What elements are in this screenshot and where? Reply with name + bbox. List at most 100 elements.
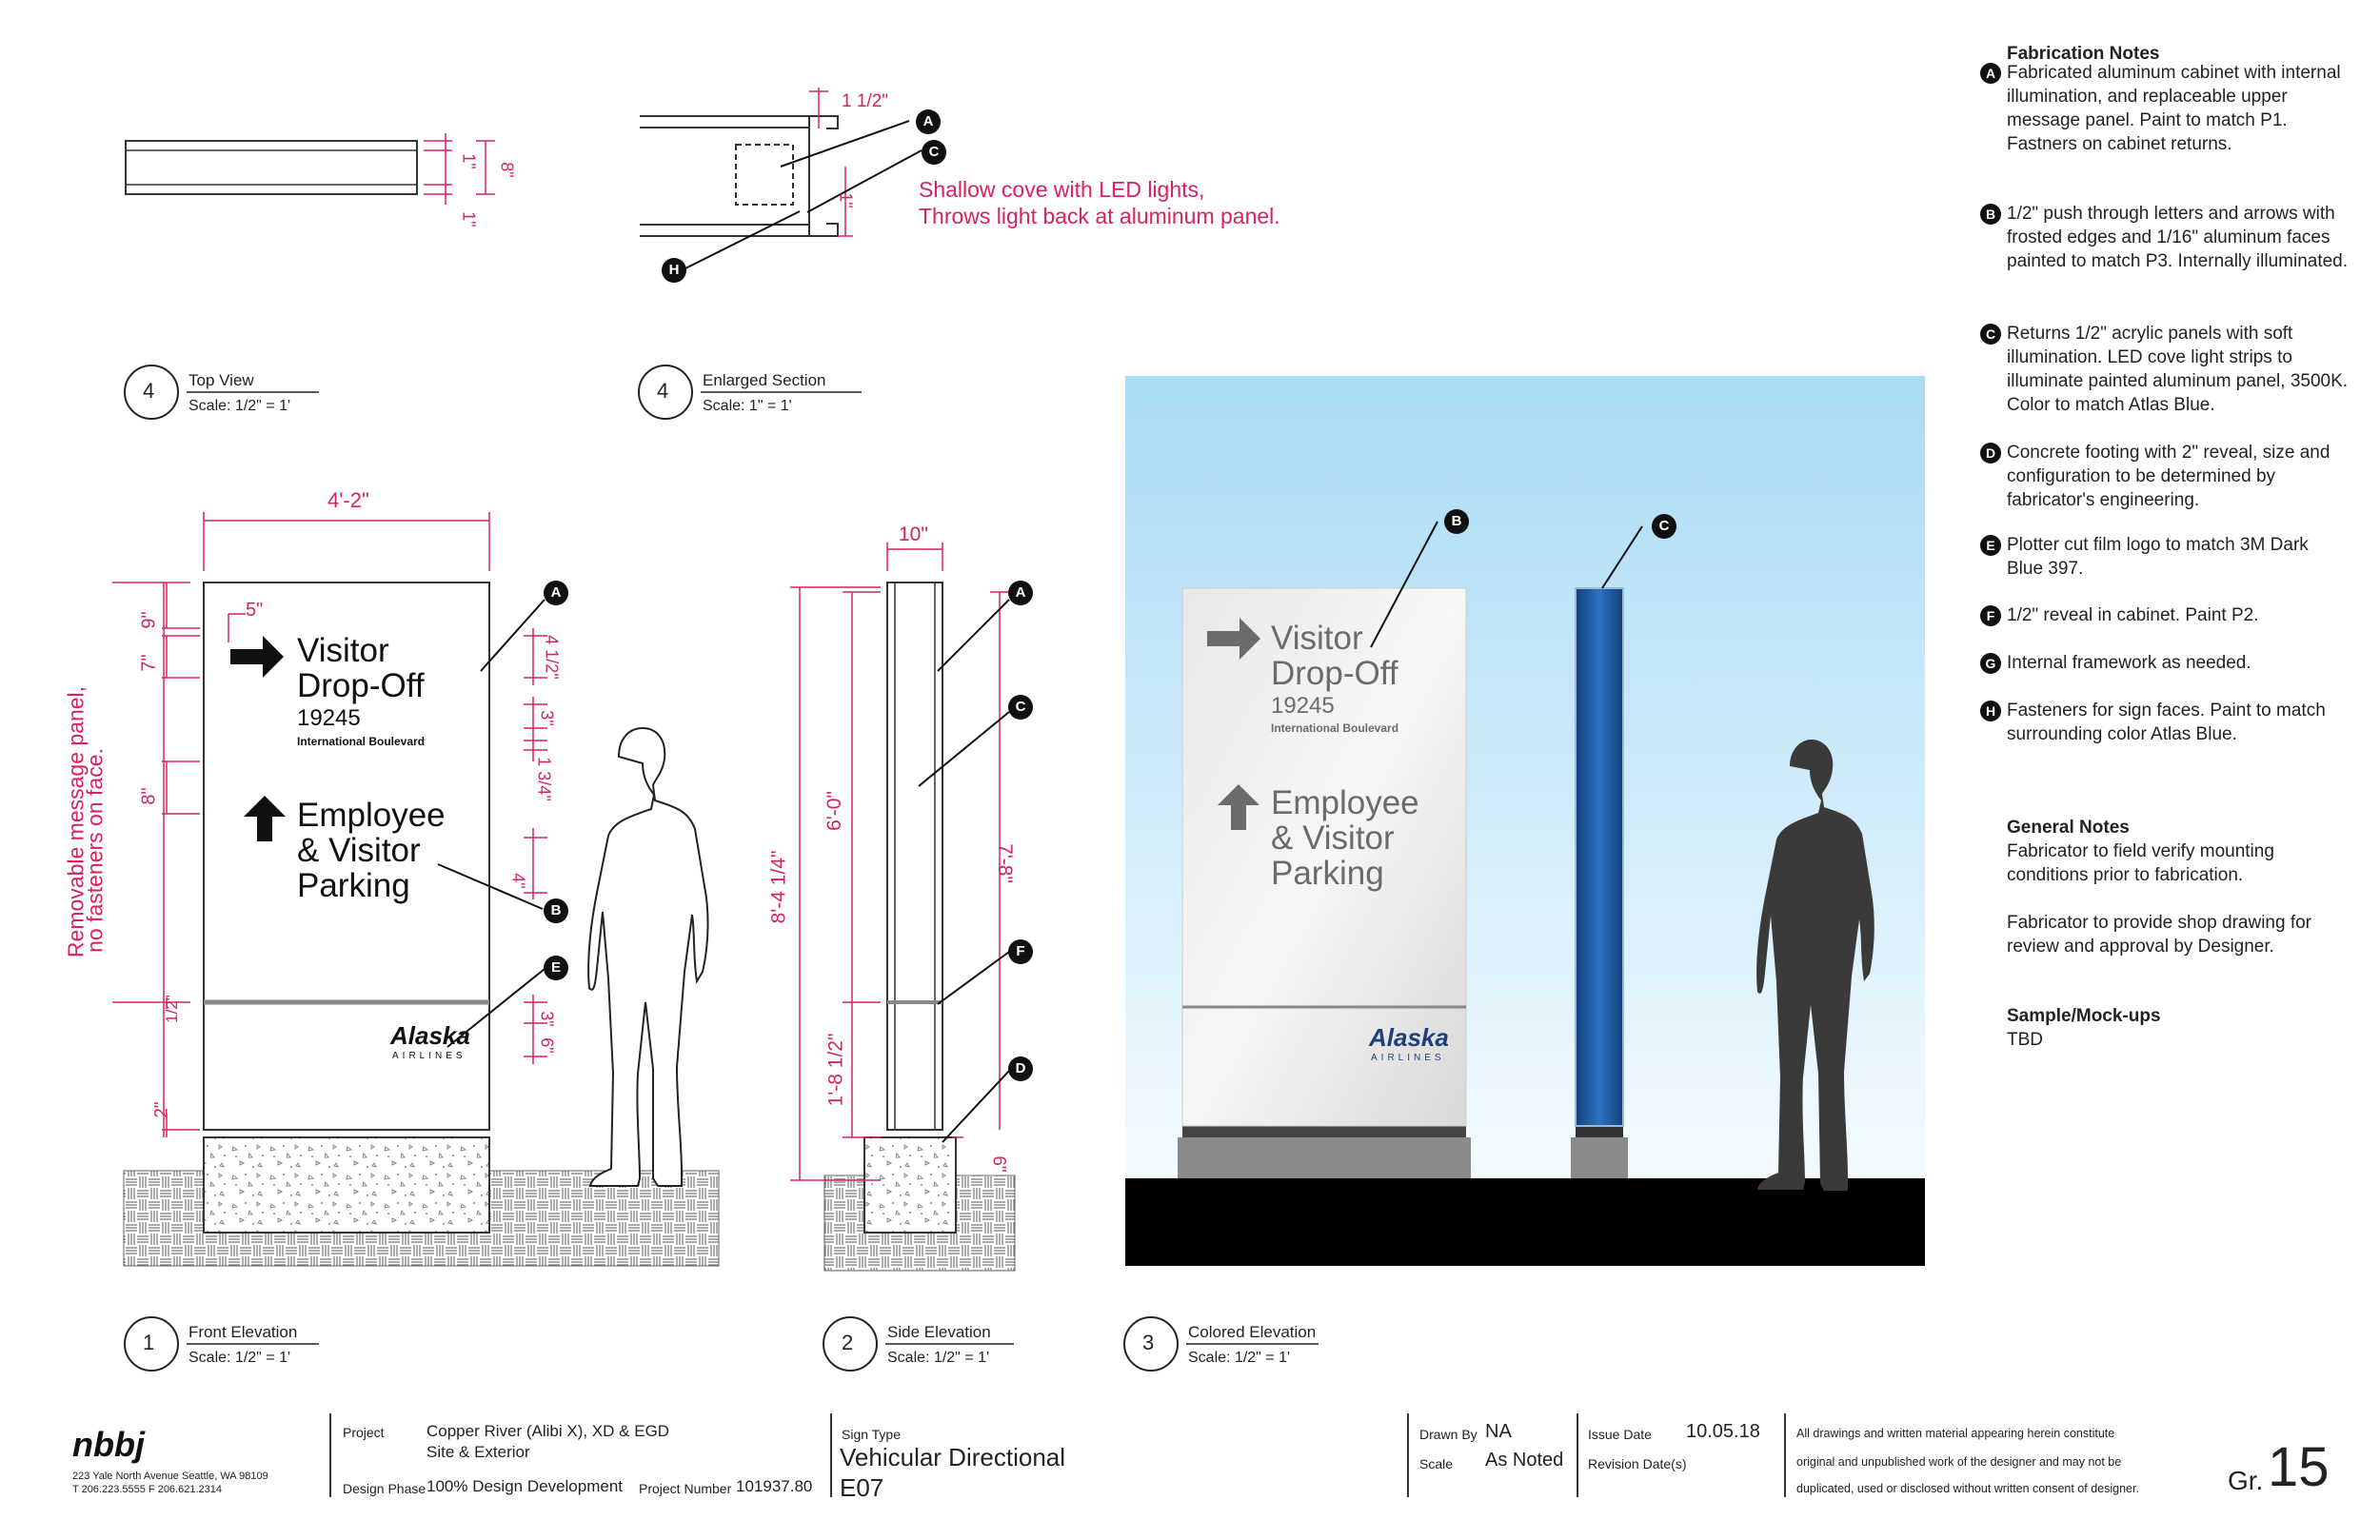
note-key-badge: C: [1980, 324, 2001, 345]
front-elevation-title: Front Elevation: [188, 1323, 298, 1341]
fabrication-notes-heading: Fabrication Notes: [2007, 42, 2159, 66]
front-sign-line5: Parking: [297, 867, 410, 904]
colored-sign-line3: Employee: [1271, 784, 1419, 821]
dim-side-10: 10": [899, 523, 928, 545]
note-key-badge: A: [1980, 63, 2001, 84]
dim-side-total: 8'-4 1/4": [767, 850, 790, 924]
tb-divider-2: [830, 1413, 832, 1497]
dim-right-4: 4": [508, 873, 528, 889]
dim-left-2: 2": [151, 1101, 172, 1118]
colored-sign-dest1: Visitor Drop-Off: [1271, 621, 1398, 691]
colored-sign-number: 19245: [1271, 693, 1335, 719]
signtype-label: Sign Type: [842, 1427, 902, 1442]
colored-elevation-scale: Scale: 1/2" = 1': [1188, 1350, 1291, 1366]
enlarged-section-drawing: [640, 88, 922, 270]
fabrication-notes-title: Fabrication Notes: [2007, 44, 2160, 64]
fabrication-note-b: B 1/2" push through letters and arrows wi…: [1980, 202, 2350, 273]
drawnby-value: NA: [1485, 1421, 1512, 1442]
dim-side-6: 6": [988, 1155, 1009, 1173]
dim-right-4-5: 4 1/2": [542, 635, 562, 680]
callout-badge: D: [1008, 1056, 1033, 1081]
dim-section-1-5: 1 1/2": [842, 91, 889, 111]
dim-top-8: 8": [497, 162, 517, 178]
colored-right-arrow-icon: [1207, 618, 1260, 660]
front-sign-dest2: Employee & Visitor Parking: [297, 798, 446, 903]
note-text: Internal framework as needed.: [2007, 653, 2251, 673]
note-key-badge: E: [1980, 535, 2001, 556]
project-number-value: 101937.80: [736, 1477, 813, 1495]
callout-badge: H: [662, 258, 686, 283]
dim-side-6-0: 6'-0": [823, 791, 845, 831]
top-view-scale: Scale: 1/2" = 1': [188, 398, 291, 414]
colored-sign-line4: & Visitor: [1271, 819, 1395, 857]
issue-date-label: Issue Date: [1588, 1427, 1652, 1442]
side-elevation-drawing: [790, 543, 1016, 1272]
drawnby-label: Drawn By: [1419, 1427, 1478, 1442]
disclaimer-line1: All drawings and written material appear…: [1796, 1427, 2115, 1440]
section-number: 4: [657, 379, 669, 403]
front-elevation-scale: Scale: 1/2" = 1': [188, 1350, 291, 1366]
dim-top-1a: 1": [459, 153, 479, 169]
colored-up-arrow-icon: [1218, 784, 1259, 830]
project-line2: Site & Exterior: [426, 1443, 530, 1461]
removable-panel-note-2: no fasteners on face.: [82, 748, 108, 953]
front-sign-line2: Drop-Off: [297, 667, 425, 704]
note-text: 1/2" push through letters and arrows wit…: [2007, 204, 2349, 271]
side-elevation-title: Side Elevation: [887, 1323, 991, 1341]
signtype-value: Vehicular Directional: [840, 1443, 1066, 1471]
side-elevation-scale: Scale: 1/2" = 1': [887, 1350, 990, 1366]
fabrication-note-h: H Fasteners for sign faces. Paint to matc…: [1980, 699, 2350, 746]
general-notes-heading: General Notes: [2007, 818, 2130, 838]
tb-divider-5: [1784, 1413, 1786, 1497]
fabrication-note-g: G Internal framework as needed.: [1980, 651, 2350, 675]
sample-notes: Sample/Mock-ups TBD: [2007, 1004, 2161, 1052]
callout-badge: A: [544, 581, 568, 605]
colored-alaska-sub: AIRLINES: [1371, 1053, 1445, 1063]
callout-badge: A: [916, 109, 941, 134]
colored-elevation-drawing: [1125, 376, 1925, 1266]
issue-date-value: 10.05.18: [1686, 1421, 1760, 1442]
tb-divider-1: [329, 1413, 331, 1497]
dim-section-1: 1": [836, 192, 856, 208]
top-view-drawing: [125, 133, 495, 205]
note-text: Fasteners for sign faces. Paint to match…: [2007, 701, 2326, 744]
right-arrow-icon: [230, 636, 284, 678]
colored-sign-line1: Visitor: [1271, 620, 1363, 657]
project-line1: Copper River (Alibi X), XD & EGD: [426, 1422, 670, 1440]
note-key-badge: B: [1980, 204, 2001, 225]
general-notes-line1: Fabricator to field verify mounting cond…: [2007, 841, 2274, 885]
dim-left-8: 8": [138, 787, 160, 805]
phase-label: Design Phase: [343, 1481, 426, 1496]
note-key-badge: H: [1980, 701, 2001, 721]
dim-left-5: 5": [246, 600, 264, 621]
colored-elevation-number: 3: [1142, 1331, 1155, 1354]
dim-right-3b: 3": [537, 1011, 557, 1027]
callout-badge: C: [922, 140, 946, 165]
dim-right-3a: 3": [537, 710, 557, 726]
signtype-code: E07: [840, 1473, 884, 1502]
section-note-line2: Throws light back at aluminum panel.: [919, 204, 1280, 228]
phase-value: 100% Design Development: [426, 1477, 624, 1495]
front-alaska-logo: Alaska: [390, 1021, 470, 1050]
colored-elevation-title: Colored Elevation: [1188, 1323, 1317, 1341]
dim-left-9: 9": [138, 611, 160, 629]
front-sign-number: 19245: [297, 705, 361, 731]
sample-value: TBD: [2007, 1030, 2043, 1050]
top-view-title: Top View: [188, 371, 254, 389]
sample-heading: Sample/Mock-ups: [2007, 1006, 2161, 1026]
firm-phone: T 206.223.5555 F 206.621.2314: [72, 1484, 222, 1495]
front-elevation-number: 1: [143, 1331, 155, 1354]
note-text: Plotter cut film logo to match 3M Dark B…: [2007, 535, 2309, 579]
callout-badge: B: [544, 898, 568, 923]
firm-logo: nbbj: [72, 1425, 145, 1464]
note-key-badge: G: [1980, 653, 2001, 674]
section-note-line1: Shallow cove with LED lights,: [919, 177, 1205, 202]
callout-badge: A: [1008, 581, 1033, 605]
front-elevation-drawing: [112, 512, 720, 1267]
firm-address: 223 Yale North Avenue Seattle, WA 98109: [72, 1471, 268, 1482]
dim-width: 4'-2": [327, 488, 369, 512]
callout-badge: E: [544, 956, 568, 980]
general-notes: General Notes Fabricator to field verify…: [2007, 816, 2350, 958]
dim-side-1-8-5: 1'-8 1/2": [824, 1033, 847, 1107]
